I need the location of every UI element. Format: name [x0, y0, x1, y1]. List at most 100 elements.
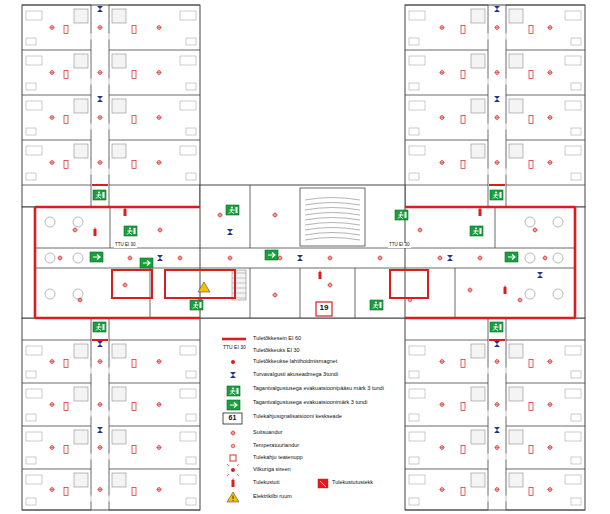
wall-line [22, 140, 91, 141]
emergency-light [157, 255, 163, 261]
bathroom [471, 144, 485, 158]
bed [180, 11, 196, 20]
bed [26, 56, 42, 65]
fire-door-mark [132, 403, 136, 411]
smoke-detector [157, 161, 161, 165]
exit-sign [227, 400, 240, 410]
wall-line [506, 185, 585, 186]
bed [409, 475, 425, 484]
fire-extinguisher [125, 208, 126, 210]
exit-door [134, 228, 136, 234]
desk [26, 83, 36, 90]
bathroom [112, 430, 126, 444]
seat-row [305, 228, 360, 231]
legend-text: Temperatuuriandur [252, 443, 300, 449]
desk [571, 128, 581, 135]
smoke-detector [533, 228, 537, 232]
lounge-table [525, 217, 535, 227]
door-gap [487, 79, 488, 85]
smoke-detector [438, 256, 442, 260]
bed [180, 146, 196, 155]
smoke-detector [50, 116, 54, 120]
fire-extinguisher [480, 208, 481, 210]
smoke-detector [100, 70, 101, 75]
smoke-detector [58, 256, 62, 260]
smoke-detector [157, 116, 161, 120]
bathroom [74, 387, 88, 401]
fire-door-mark [132, 446, 136, 454]
bathroom [74, 54, 88, 68]
wing-outline [405, 318, 585, 510]
bathroom [112, 344, 126, 358]
smoke-detector [231, 431, 235, 435]
fire-wall [489, 339, 505, 341]
emergency-light [97, 341, 103, 347]
desk [571, 371, 581, 378]
door-gap [108, 454, 109, 460]
legend-electric-sign [233, 496, 234, 500]
bed [565, 432, 581, 441]
wall-line [22, 469, 91, 470]
bed [26, 11, 42, 20]
door-gap [108, 411, 109, 417]
desk [186, 371, 196, 378]
exit-arrow [143, 261, 150, 266]
smoke-detector [418, 228, 422, 232]
wall-line [22, 510, 91, 511]
wall-line [22, 50, 91, 51]
desk [186, 128, 196, 135]
bathroom [509, 473, 523, 487]
exit-figure [232, 387, 234, 389]
fire-door-mark [64, 116, 68, 124]
exit-door [200, 302, 202, 308]
fire-door-mark [64, 360, 68, 368]
smoke-detector [157, 446, 161, 450]
wall-line [91, 5, 92, 207]
wall-line [506, 383, 585, 384]
bathroom [74, 9, 88, 23]
fire-door-mark [132, 116, 136, 124]
smoke-detector [100, 115, 101, 120]
legend-call-point [230, 455, 236, 461]
smoke-detector [550, 359, 551, 364]
fire-door-mark [64, 446, 68, 454]
desk [26, 457, 36, 464]
exit-figure [475, 227, 477, 229]
emergency-light [494, 6, 500, 12]
fire-extinguisher [505, 286, 506, 288]
door-gap [108, 34, 109, 40]
lounge-table [525, 289, 535, 299]
fire-door-mark [529, 116, 533, 124]
smoke-detector [159, 25, 160, 30]
legend-electric-sign [233, 500, 234, 501]
bed [180, 432, 196, 441]
fire-extinguisher [95, 228, 96, 230]
door-gap [505, 496, 506, 502]
smoke-detector [468, 288, 472, 292]
fire-wall [35, 317, 200, 320]
bed [409, 101, 425, 110]
smoke-detector [98, 71, 102, 75]
exit-sign [90, 252, 103, 262]
exit-figure [400, 211, 402, 213]
temperature-detector [408, 298, 412, 302]
legend-electric-sign [227, 492, 239, 502]
fire-door-mark [64, 26, 68, 34]
exit-door [480, 228, 482, 234]
exit-sign [490, 322, 503, 332]
desk [409, 173, 419, 180]
bathroom [509, 54, 523, 68]
smoke-detector [495, 26, 499, 30]
exit-sign [93, 322, 106, 332]
smoke-detector [442, 115, 443, 120]
fire-panel-box [316, 302, 332, 316]
smoke-detector [52, 115, 53, 120]
wall-line [109, 140, 200, 141]
legend-text: Tagantvalgustusega evakuatsioonimärk 3 t… [252, 400, 368, 406]
smoke-detector [273, 293, 277, 297]
exit-figure [398, 214, 404, 219]
legend-text: Tuletõkkeukse lahtihoidmismagnet [252, 359, 338, 365]
door-gap [108, 79, 109, 85]
desk [26, 414, 36, 421]
exit-figure [495, 191, 497, 193]
